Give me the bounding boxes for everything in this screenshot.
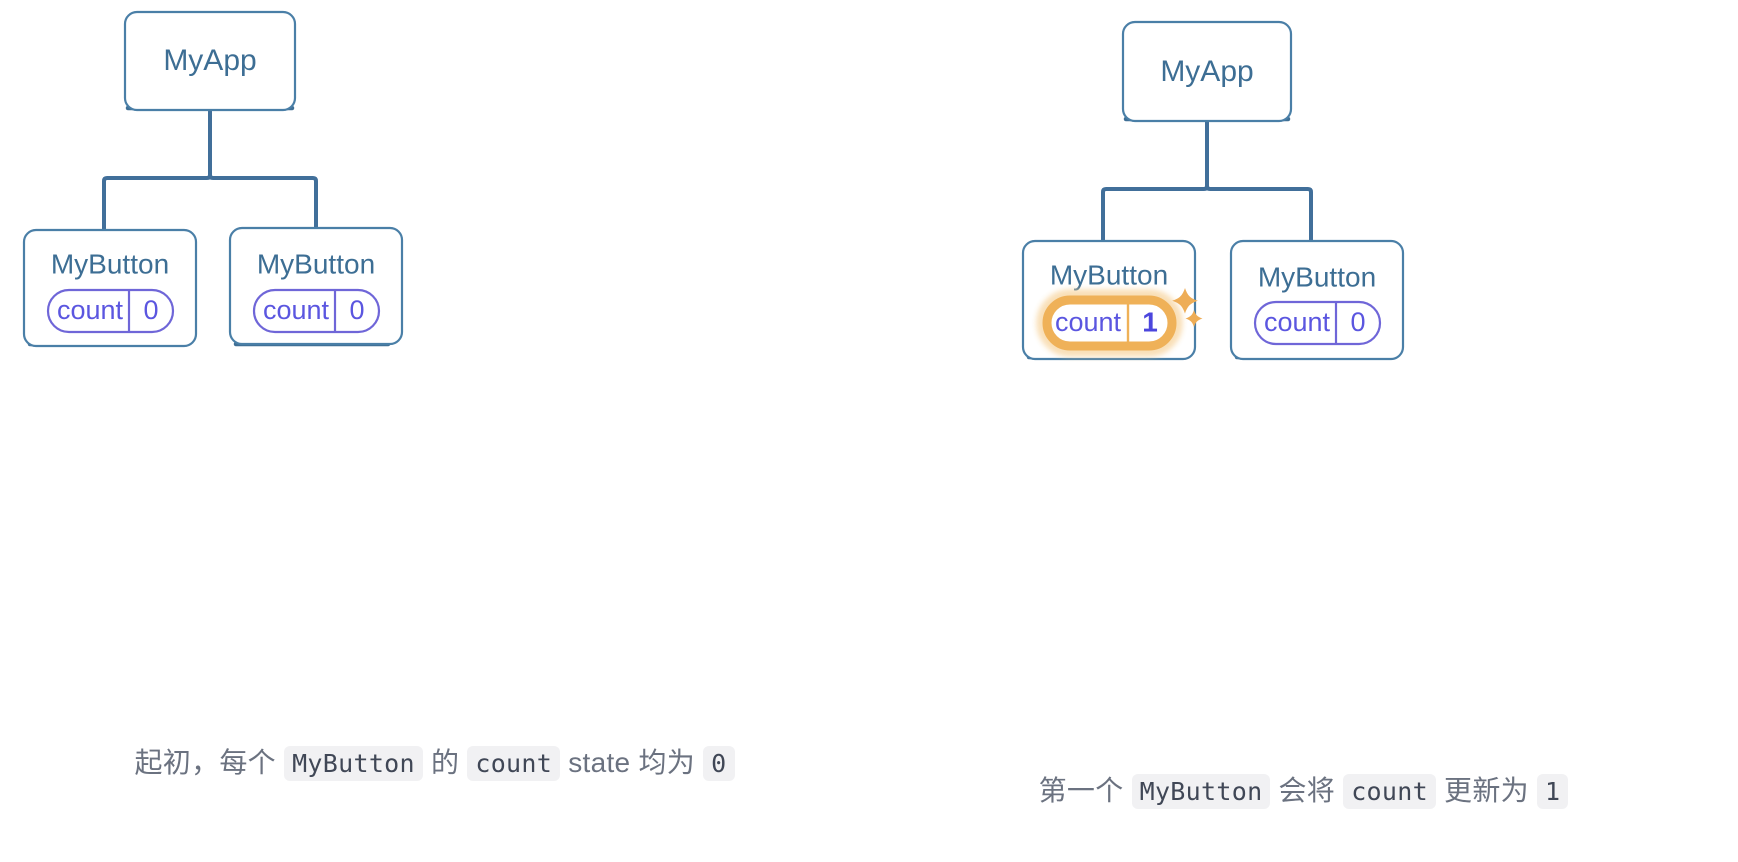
panel-updated-state: MyApp MyButton count 1 — [869, 0, 1738, 862]
caption-segment-text: state 均为 — [560, 747, 704, 778]
caption-segment-text: 的 — [422, 747, 468, 778]
caption-segment-code: count — [1343, 774, 1436, 809]
caption-segment-code: MyButton — [284, 746, 423, 781]
caption-segment-code: MyButton — [1131, 774, 1271, 809]
state-pill-1-outline — [46, 288, 175, 334]
node-mybutton-1: MyButton count 0 — [22, 228, 198, 348]
node-mybutton-2: MyButton count 0 — [228, 226, 404, 347]
sparkle-large-icon — [1172, 288, 1198, 314]
state-pill-1-outline — [1042, 295, 1177, 351]
state-pill-1-value: 1 — [1142, 306, 1158, 337]
caption-segment-code: count — [467, 746, 561, 781]
caption-segment-code: 1 — [1537, 774, 1569, 809]
caption-segment-text: 会将 — [1270, 775, 1344, 806]
caption-segment-code: 0 — [703, 746, 735, 781]
node-mybutton-1: MyButton count 1 — [1021, 239, 1203, 361]
sparkle-small-icon — [1185, 310, 1203, 327]
node-myapp: MyApp — [1121, 20, 1293, 123]
panel-initial-state: MyApp MyButton count 0 — [0, 0, 869, 787]
node-myapp-label: MyApp — [163, 44, 256, 77]
node-mybutton-2-label: MyButton — [257, 248, 375, 279]
component-tree-updated: MyApp MyButton count 1 — [869, 0, 1738, 740]
state-pill-2-outline — [252, 288, 381, 334]
state-pill-2-outline — [1253, 300, 1382, 346]
caption-initial-state: 起初，每个 MyButton 的 count state 均为 0 — [0, 740, 869, 787]
component-tree-initial: MyApp MyButton count 0 — [0, 0, 869, 740]
caption-segment-text: 更新为 — [1435, 775, 1538, 806]
node-myapp: MyApp — [123, 10, 297, 112]
edge-root-to-child-2 — [208, 110, 318, 237]
caption-updated-state: 第一个 MyButton 会将 count 更新为 1 — [869, 768, 1738, 815]
state-pill-2: count 0 — [252, 288, 381, 334]
state-pill-1-value: 0 — [143, 295, 158, 325]
caption-segment-text: 起初，每个 — [134, 747, 285, 778]
state-pill-1-highlighted: count 1 — [1038, 291, 1181, 355]
node-mybutton-2: MyButton count 0 — [1229, 239, 1405, 361]
state-pill-1-name: count — [1055, 307, 1122, 337]
state-pill-2-value: 0 — [1350, 307, 1365, 337]
state-pill-2-value: 0 — [349, 295, 364, 325]
node-myapp-box — [123, 10, 297, 112]
node-mybutton-1-label: MyButton — [51, 248, 169, 279]
caption-segment-text: 第一个 — [1038, 775, 1132, 806]
state-pill-2-name: count — [263, 295, 330, 325]
state-pill-1: count 0 — [46, 288, 175, 334]
edge-root-to-child-1 — [1101, 120, 1209, 248]
node-mybutton-2-label: MyButton — [1258, 261, 1376, 292]
state-pill-2: count 0 — [1253, 300, 1382, 346]
node-mybutton-1-label: MyButton — [1050, 259, 1168, 290]
state-pill-2-name: count — [1264, 307, 1331, 337]
state-pill-1-name: count — [57, 295, 124, 325]
edge-root-to-child-2 — [1205, 120, 1313, 248]
edge-root-to-child-1 — [102, 110, 212, 237]
node-myapp-box — [1121, 20, 1293, 123]
node-myapp-label: MyApp — [1160, 55, 1253, 88]
